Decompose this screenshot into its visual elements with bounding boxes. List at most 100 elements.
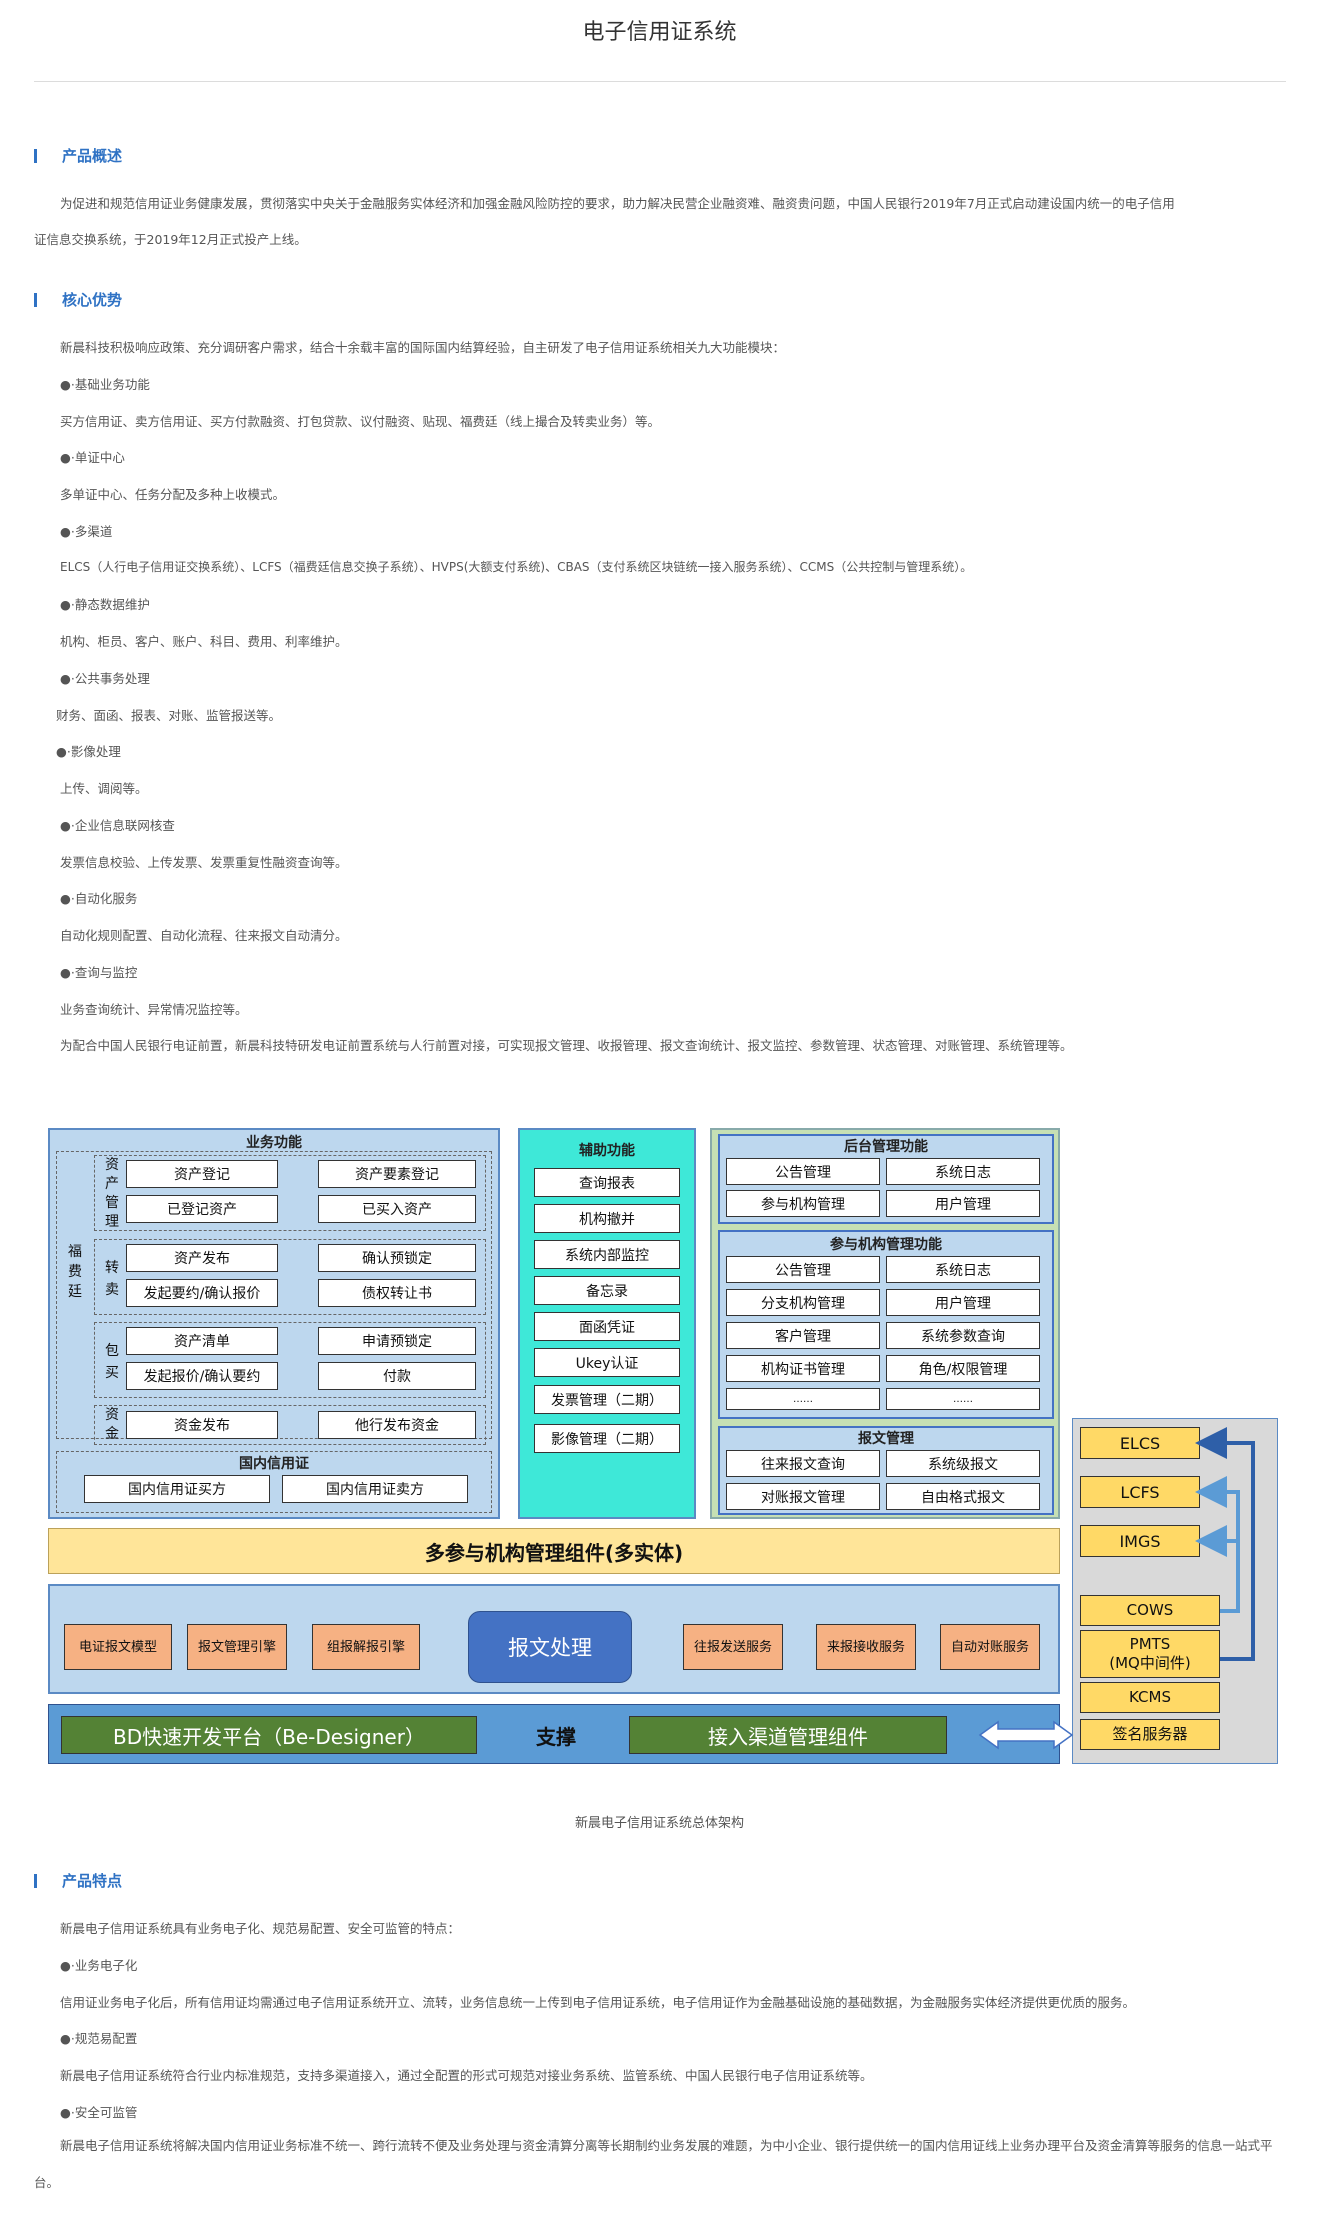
domestic-lc-group xyxy=(56,1451,492,1513)
external-system-elcs: ELCS xyxy=(1080,1427,1200,1459)
package-purchase-group xyxy=(94,1322,486,1398)
message-management-section: 报文管理 往来报文查询 系统级报文 对账报文管理 自由格式报文 xyxy=(718,1426,1054,1515)
group-label-text: 资金 xyxy=(105,1407,119,1442)
external-system-kcms: KCMS xyxy=(1080,1682,1220,1713)
heading-bar-icon xyxy=(34,1874,37,1888)
feature-item-title: ●·规范易配置 xyxy=(60,2031,138,2046)
advantage-item-title: ●·单证中心 xyxy=(60,450,125,465)
biz-cell: 资金发布 xyxy=(126,1411,278,1439)
group-label: 资产管理 xyxy=(102,1156,122,1232)
mgmt-item: 系统级报文 xyxy=(886,1450,1040,1477)
engine-box: 往报发送服务 xyxy=(683,1624,783,1670)
auxiliary-functions-panel: 辅助功能 查询报表 机构撤并 系统内部监控 备忘录 面函凭证 Ukey认证 发票… xyxy=(518,1128,696,1519)
resale-group xyxy=(94,1239,486,1315)
mgmt-item: 对账报文管理 xyxy=(726,1483,880,1510)
asset-management-group xyxy=(94,1155,486,1231)
external-systems-panel: ELCS LCFS IMGS COWS PMTS (MQ中间件) KCMS 签名… xyxy=(1072,1418,1278,1764)
advantage-item-desc: 机构、柜员、客户、账户、科目、费用、利率维护。 xyxy=(60,634,348,649)
section-heading-overview: 产品概述 xyxy=(34,145,122,166)
features-intro: 新晨电子信用证系统具有业务电子化、规范易配置、安全可监管的特点： xyxy=(60,1921,461,1936)
advantage-item-title: ●·企业信息联网核查 xyxy=(60,818,175,833)
advantage-item-desc: 发票信息校验、上传发票、发票重复性融资查询等。 xyxy=(60,855,348,870)
external-system-pmts: PMTS (MQ中间件) xyxy=(1080,1630,1220,1678)
aux-item: Ukey认证 xyxy=(534,1348,680,1377)
support-label: 支撑 xyxy=(536,1724,576,1749)
mgmt-item: 往来报文查询 xyxy=(726,1450,880,1477)
advantages-intro: 新晨科技积极响应政策、充分调研客户需求，结合十余载丰富的国际国内结算经验，自主研… xyxy=(60,340,786,355)
group-label: 包买 xyxy=(102,1340,122,1384)
panel-title: 辅助功能 xyxy=(579,1143,635,1159)
biz-cell: 付款 xyxy=(318,1362,476,1390)
group-label-text: 包买 xyxy=(105,1343,119,1381)
mgmt-item: 公告管理 xyxy=(726,1158,880,1185)
group-label: 转卖 xyxy=(102,1257,122,1301)
engine-box: 组报解报引擎 xyxy=(312,1624,420,1670)
group-label-text: 转卖 xyxy=(105,1260,119,1298)
domestic-lc-title: 国内信用证 xyxy=(239,1456,309,1472)
overview-paragraph-line2: 证信息交换系统，于2019年12月正式投产上线。 xyxy=(34,232,307,247)
forfaiting-label-text: 福费廷 xyxy=(68,1244,82,1300)
biz-cell: 申请预锁定 xyxy=(318,1327,476,1355)
feature-item-desc: 新晨电子信用证系统符合行业内标准规范，支持多渠道接入，通过全配置的形式可规范对接… xyxy=(60,2068,873,2083)
biz-cell: 资产清单 xyxy=(126,1327,278,1355)
section-heading-advantages: 核心优势 xyxy=(34,289,122,310)
biz-cell: 确认预锁定 xyxy=(318,1244,476,1272)
forfaiting-label: 福费廷 xyxy=(64,1242,86,1302)
mgmt-item: 系统参数查询 xyxy=(886,1322,1040,1349)
be-designer-platform: BD快速开发平台（Be-Designer） xyxy=(61,1716,477,1754)
biz-cell: 发起报价/确认要约 xyxy=(126,1362,278,1390)
advantage-item-desc: 买方信用证、卖方信用证、买方付款融资、打包贷款、议付融资、贴现、福费廷（线上撮合… xyxy=(60,414,661,429)
advantage-item-desc: 自动化规则配置、自动化流程、往来报文自动清分。 xyxy=(60,928,348,943)
mgmt-item: 系统日志 xyxy=(886,1158,1040,1185)
engine-box: 电证报文模型 xyxy=(64,1624,172,1670)
heading-bar-icon xyxy=(34,149,37,163)
group-label-text: 资产管理 xyxy=(105,1157,119,1230)
page-title: 电子信用证系统 xyxy=(582,20,737,45)
management-panel: 后台管理功能 公告管理 系统日志 参与机构管理 用户管理 参与机构管理功能 公告… xyxy=(710,1128,1060,1519)
aux-item: 面函凭证 xyxy=(534,1312,680,1341)
mgmt-item: 公告管理 xyxy=(726,1256,880,1283)
feature-item-title: ●·安全可监管 xyxy=(60,2105,138,2120)
external-connector-arrows xyxy=(1195,1427,1255,1661)
biz-cell: 资产要素登记 xyxy=(318,1160,476,1188)
mgmt-item: 角色/权限管理 xyxy=(886,1355,1040,1382)
double-arrow-icon xyxy=(978,1720,1074,1750)
advantage-item-title: ●·查询与监控 xyxy=(60,965,138,980)
advantage-item-title: ●·公共事务处理 xyxy=(60,671,150,686)
architecture-diagram: 业务功能 福费廷 资产管理 资产登记 资产要素登记 已登记资产 已买入资产 转卖… xyxy=(46,1124,1282,1784)
section-title: 参与机构管理功能 xyxy=(830,1237,942,1253)
biz-cell: 资产发布 xyxy=(126,1244,278,1272)
mgmt-item: …… xyxy=(726,1388,880,1410)
engine-box: 来报接收服务 xyxy=(816,1624,916,1670)
participant-management-section: 参与机构管理功能 公告管理 系统日志 分支机构管理 用户管理 客户管理 系统参数… xyxy=(718,1230,1054,1419)
biz-cell: 已登记资产 xyxy=(126,1195,278,1223)
engine-box: 报文管理引擎 xyxy=(187,1624,287,1670)
engine-box: 自动对账服务 xyxy=(940,1624,1040,1670)
aux-item: 影像管理（二期） xyxy=(534,1424,680,1453)
external-system-imgs: IMGS xyxy=(1080,1525,1200,1557)
mgmt-item: 系统日志 xyxy=(886,1256,1040,1283)
advantage-item-title: ●·多渠道 xyxy=(60,524,113,539)
mgmt-item: 自由格式报文 xyxy=(886,1483,1040,1510)
aux-item: 发票管理（二期） xyxy=(534,1385,680,1414)
external-system-signature-server: 签名服务器 xyxy=(1080,1719,1220,1750)
mgmt-item: 客户管理 xyxy=(726,1322,880,1349)
multi-entity-component-bar: 多参与机构管理组件(多实体) xyxy=(48,1528,1060,1574)
biz-cell: 国内信用证卖方 xyxy=(282,1475,468,1503)
biz-cell: 已买入资产 xyxy=(318,1195,476,1223)
section-title: 报文管理 xyxy=(858,1431,914,1447)
section-heading-text: 产品概述 xyxy=(62,147,123,165)
mgmt-item: 分支机构管理 xyxy=(726,1289,880,1316)
external-system-cows: COWS xyxy=(1080,1595,1220,1626)
overview-paragraph-line1: 为促进和规范信用证业务健康发展，贯彻落实中央关于金融服务实体经济和加强金融风险防… xyxy=(60,196,1175,211)
panel-title: 业务功能 xyxy=(246,1135,302,1151)
section-heading-text: 产品特点 xyxy=(62,1872,123,1890)
support-layer: BD快速开发平台（Be-Designer） 支撑 接入渠道管理组件 xyxy=(48,1704,1060,1764)
aux-item: 机构撤并 xyxy=(534,1204,680,1233)
mgmt-item: 用户管理 xyxy=(886,1190,1040,1217)
feature-item-desc: 新晨电子信用证系统将解决国内信用证业务标准不统一、跨行流转不便及业务处理与资金清… xyxy=(34,2138,1273,2190)
group-label: 资金 xyxy=(102,1406,122,1444)
feature-item-desc: 信用证业务电子化后，所有信用证均需通过电子信用证系统开立、流转，业务信息统一上传… xyxy=(60,1995,1136,2010)
advantage-item-desc: 多单证中心、任务分配及多种上收模式。 xyxy=(60,487,286,502)
advantage-item-title: ●·影像处理 xyxy=(56,744,121,759)
